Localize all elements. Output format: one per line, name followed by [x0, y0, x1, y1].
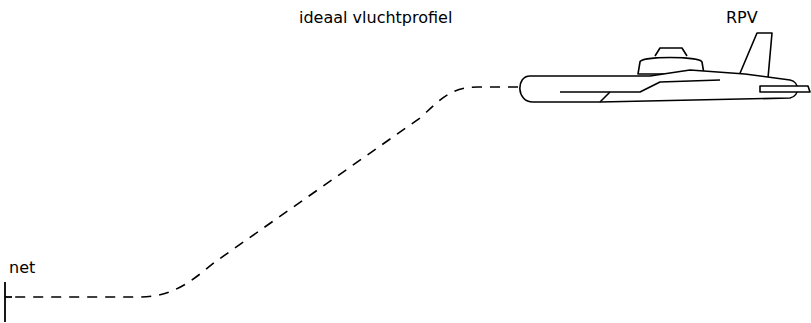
- net-symbol: [5, 282, 12, 322]
- rpv-label: RPV: [725, 9, 759, 27]
- net-label: net: [8, 259, 36, 277]
- diagram-title: ideaal vluchtprofiel: [298, 9, 453, 27]
- rpv-aircraft: [520, 33, 810, 102]
- flight-path: [12, 87, 518, 297]
